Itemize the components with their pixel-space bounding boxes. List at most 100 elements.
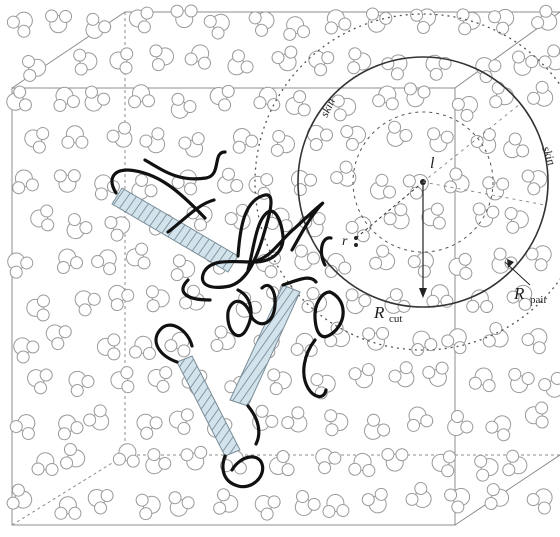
water-molecule-icon: [282, 89, 312, 121]
water-molecule-icon: [340, 287, 373, 318]
water-molecule-icon: [9, 167, 39, 194]
water-molecule-icon: [97, 334, 120, 360]
water-molecule-icon: [1, 247, 35, 281]
water-molecule-icon: [41, 318, 74, 352]
water-molecule-icon: [164, 490, 196, 520]
water-molecule-icon: [524, 239, 558, 273]
helix-lower-left: [177, 356, 240, 456]
r-cut-label: R: [373, 303, 385, 322]
water-molecule-icon: [347, 47, 372, 75]
skin-label-right: skin: [539, 144, 559, 167]
water-molecule-icon: [149, 42, 176, 72]
water-molecule-icon: [124, 242, 151, 272]
r-cut-subscript: cut: [389, 313, 402, 325]
water-molecule-icon: [23, 363, 54, 396]
water-molecule-icon: [170, 165, 203, 197]
water-molecule-icon: [291, 333, 319, 357]
r-endpoint-atom: [354, 236, 358, 240]
water-molecule-icon: [281, 14, 311, 41]
water-molecule-icon: [130, 407, 164, 441]
water-molecule-icon: [408, 2, 440, 36]
water-molecule-icon: [469, 126, 503, 158]
r-label: r: [342, 234, 348, 249]
water-molecule-icon: [52, 245, 84, 275]
water-molecule-icon: [209, 325, 238, 356]
water-molecule-icon: [485, 246, 519, 280]
water-molecule-icon: [81, 402, 115, 436]
water-molecule-icon: [212, 487, 241, 518]
water-molecule-icon: [177, 131, 209, 160]
water-molecule-icon: [448, 253, 472, 280]
water-molecule-icon: [484, 410, 518, 443]
alpha-helix-icon: [177, 356, 240, 456]
water-molecule-icon: [22, 124, 50, 155]
water-molecule-icon: [379, 48, 413, 82]
water-molecule-icon: [322, 494, 350, 518]
water-molecule-icon: [184, 42, 215, 71]
water-molecule-icon: [127, 4, 154, 34]
water-molecule-icon: [382, 201, 416, 235]
water-molecule-icon: [328, 159, 362, 193]
water-molecule-icon: [525, 402, 548, 429]
water-molecule-icon: [22, 54, 47, 82]
water-molecule-icon: [303, 44, 336, 78]
water-molecule-icon: [5, 6, 39, 40]
water-molecule-icon: [253, 86, 282, 112]
water-molecule-icon: [456, 7, 482, 36]
water-molecule-icon: [339, 120, 370, 153]
water-molecule-icon: [109, 47, 133, 74]
water-molecule-icon: [362, 327, 389, 350]
cutoff-arrow-head: [419, 288, 427, 298]
water-molecule-icon: [498, 131, 531, 165]
water-molecule-icon: [171, 5, 197, 28]
water-molecule-icon: [442, 481, 475, 515]
water-molecule-icon: [288, 488, 322, 521]
water-molecule-icon: [102, 279, 136, 313]
water-molecule-icon: [360, 487, 393, 518]
water-molecule-icon: [89, 244, 123, 277]
water-molecule-icon: [207, 81, 235, 112]
water-molecule-icon: [380, 119, 414, 152]
water-molecule-icon: [110, 366, 134, 394]
water-molecule-icon: [52, 410, 85, 442]
water-molecule-icon: [166, 405, 194, 436]
water-molecule-icon: [504, 367, 535, 396]
r-endpoint-atom-2: [354, 243, 358, 247]
water-molecule-icon: [486, 2, 519, 36]
water-molecule-icon: [301, 119, 335, 153]
water-molecule-icon: [78, 84, 112, 116]
water-molecule-icon: [344, 211, 378, 245]
water-molecule-icon: [2, 84, 33, 117]
water-molecule-icon: [470, 202, 500, 230]
water-molecule-icon: [382, 448, 408, 471]
water-molecule-icon: [537, 370, 560, 402]
water-molecule-icon: [424, 126, 455, 154]
water-molecule-icon: [474, 453, 500, 482]
water-molecule-icon: [69, 284, 103, 318]
water-molecule-icon: [105, 120, 139, 153]
water-molecule-icon: [30, 205, 54, 233]
water-molecule-icon: [139, 446, 173, 480]
water-molecule-icon: [62, 365, 96, 399]
water-molecule-icon: [55, 497, 81, 520]
water-molecule-icon: [227, 124, 260, 156]
water-molecule-icon: [441, 408, 475, 442]
water-molecule-icon: [420, 202, 446, 231]
water-molecule-icon: [348, 452, 376, 477]
water-molecule-icon: [59, 442, 88, 473]
water-molecule-icon: [331, 93, 357, 122]
water-molecule-icon: [146, 364, 173, 394]
r-pair-label: R: [513, 284, 525, 303]
water-molecule-icon: [247, 5, 279, 38]
water-molecule-icon: [279, 404, 313, 438]
solvent-molecules: [1, 2, 560, 522]
water-molecule-icon: [537, 42, 560, 76]
water-molecule-icon: [358, 412, 392, 446]
water-molecule-icon: [60, 211, 94, 244]
water-molecule-icon: [367, 243, 399, 277]
water-molecule-icon: [402, 403, 434, 433]
water-molecule-icon: [8, 409, 42, 441]
water-molecule-icon: [62, 126, 88, 149]
